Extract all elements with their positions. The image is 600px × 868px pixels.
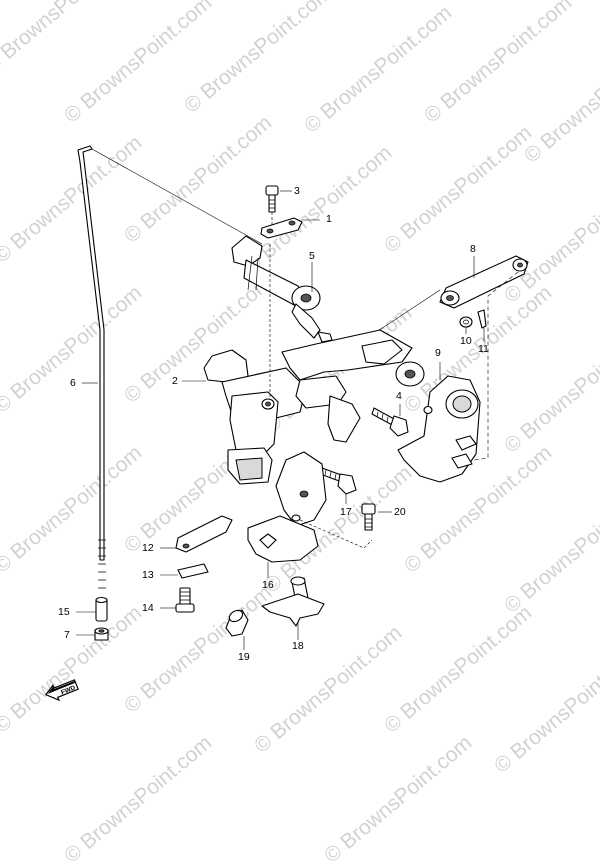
fwd-arrow-icon: FWD: [44, 679, 79, 702]
part-5-cable-joint: [231, 235, 333, 343]
callout-9: 9: [435, 347, 441, 359]
part-12-plate: [160, 515, 233, 553]
callout-15: 15: [58, 606, 70, 618]
part-2-bracket: [182, 244, 425, 485]
part-7-nut: [76, 627, 109, 641]
part-1-plate: [260, 212, 320, 239]
callout-12: 12: [142, 542, 154, 554]
part-8-link-arm: [439, 255, 529, 309]
callout-10: 10: [460, 335, 472, 347]
callout-13: 13: [142, 569, 154, 581]
part-4-bolt: [371, 404, 409, 437]
callout-1: 1: [326, 213, 332, 225]
part-10-washer: [459, 316, 473, 334]
callout-18: 18: [292, 640, 304, 652]
callout-14: 14: [142, 602, 154, 614]
part-13-plate: [160, 563, 209, 579]
exploded-view-drawing: FWD: [44, 145, 529, 702]
part-18-fork: [261, 576, 325, 640]
callout-6: 6: [70, 377, 76, 389]
part-19-bushing: [225, 609, 249, 650]
part-9-cover-plate: [397, 362, 481, 483]
part-16-plate: [247, 451, 373, 578]
callout-7: 7: [64, 629, 70, 641]
part-6-rod: [77, 145, 106, 589]
part-14-bolt: [160, 587, 195, 613]
callout-16: 16: [262, 579, 274, 591]
part-17-bolt: [319, 467, 357, 504]
callout-20: 20: [394, 506, 406, 518]
callout-11: 11: [478, 343, 489, 355]
callout-19: 19: [238, 651, 250, 663]
part-15-sleeve: [76, 596, 108, 622]
callout-8: 8: [470, 243, 476, 255]
callout-4: 4: [396, 390, 402, 402]
callout-3: 3: [294, 185, 300, 197]
callout-5: 5: [309, 250, 315, 262]
part-3-bolt: [265, 185, 292, 213]
part-20-bolt: [361, 503, 392, 531]
part-11-cotter-pin: [477, 309, 487, 342]
callout-2: 2: [172, 375, 178, 387]
callout-17: 17: [340, 506, 352, 518]
